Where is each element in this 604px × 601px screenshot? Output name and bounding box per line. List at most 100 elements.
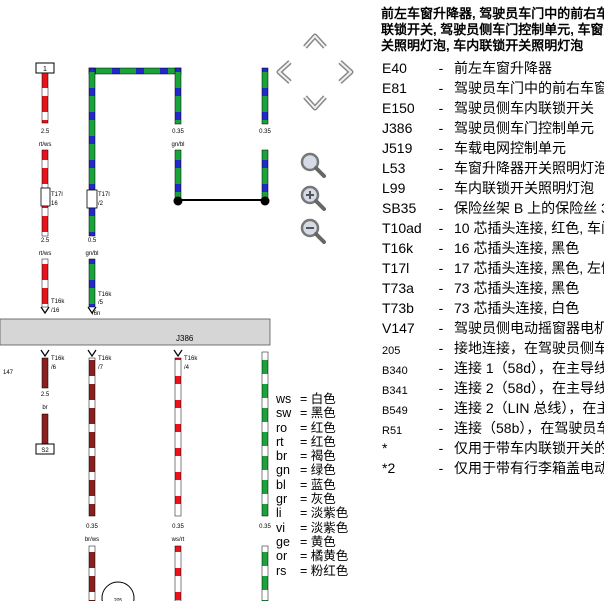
wire-a-color-top: rt/ws (39, 142, 52, 148)
legend-code: E150 (382, 100, 415, 116)
wire-4-lower (261, 545, 269, 601)
wire-br-color: br (42, 405, 47, 411)
wire-c-lower (174, 149, 182, 201)
pin-p2-pin: /7 (98, 365, 104, 371)
box-s2-label: S2 (41, 448, 49, 454)
pin-arrow-b-top (87, 306, 97, 315)
legend-dash: - (438, 340, 444, 356)
legend-dash: - (438, 60, 444, 76)
legend-row: *-仅用于带车内联锁开关的汽车 (382, 438, 604, 458)
legend-row: E40 -前左车窗升降器 (382, 58, 604, 78)
legend-dash: - (438, 240, 444, 256)
color-code-row: br= 褐色 (276, 449, 348, 463)
color-code-abbr: ge (276, 534, 290, 549)
legend-code: T73b (382, 300, 414, 316)
wire-b-horizontal (88, 67, 182, 75)
legend-row: L53-车窗升降器开关照明灯泡 (382, 158, 604, 178)
color-code-row: ge = 黄色 (276, 535, 348, 549)
legend-description: 17 芯插头连接, 黑色, 左侧 (454, 260, 604, 276)
color-code-equals: = (300, 449, 311, 464)
pin-arrow-p1 (40, 349, 50, 358)
color-code-row: vi= 淡紫色 (276, 521, 348, 535)
legend-row: V147-驾驶员侧电动摇窗器电机 (382, 318, 604, 338)
wire-d-upper (261, 67, 269, 125)
color-code-name: 绿色 (310, 463, 336, 478)
legend-dash: - (438, 200, 444, 216)
legend-code: T10ad (382, 220, 422, 236)
magnifier-icon[interactable] (298, 150, 328, 180)
color-code-row: sw= 黑色 (276, 406, 348, 420)
legend-code: T17l (382, 260, 410, 276)
legend-row: L99-车内联锁开关照明灯泡 (382, 178, 604, 198)
wire-2-upper (88, 357, 96, 517)
legend-code: V147 (382, 320, 415, 336)
color-code-equals: = (300, 534, 311, 549)
color-code-name: 蓝色 (310, 477, 336, 492)
color-code-abbr: gr (276, 492, 288, 507)
legend-row: T16k-16 芯插头连接, 黑色 (382, 238, 604, 258)
connector-t17l-b-pin: /2 (98, 201, 104, 207)
chevron-up-icon[interactable] (300, 27, 330, 57)
legend-code: E40 (382, 60, 407, 76)
zoom-in-icon[interactable] (298, 183, 328, 213)
wire-d-lower (261, 149, 269, 201)
color-code-abbr: ro (276, 420, 288, 435)
legend-dash: - (438, 160, 444, 176)
connector-t17l-a-name: T17l (51, 192, 63, 198)
legend-row: E81-驾驶员车门中的前右车窗升降器 (382, 78, 604, 98)
legend-description: 16 芯插头连接, 黑色 (454, 240, 580, 256)
color-code-abbr: sw (276, 406, 292, 421)
legend-row: T73a-73 芯插头连接, 黑色 (382, 278, 604, 298)
legend-code: B341 (382, 385, 408, 397)
color-code-row: li= 淡紫色 (276, 506, 348, 520)
legend-code: T73a (382, 280, 414, 296)
legend-dash: - (438, 380, 444, 396)
legend-description: 接地连接，在驾驶员侧车门 (454, 340, 604, 356)
wire-b-color-mid: gn/bl (85, 251, 98, 257)
color-code-name: 白色 (310, 392, 336, 406)
legend-row: 205-接地连接，在驾驶员侧车门 (382, 338, 604, 358)
legend-description: 73 芯插头连接, 黑色 (454, 280, 580, 296)
legend-code: J386 (382, 120, 413, 136)
connector-t16k-b-name: T16k (98, 292, 112, 298)
legend-row: *2-仅用于带有行李箱盖电动开关的汽车 (382, 458, 604, 478)
legend-dash: - (438, 180, 444, 196)
wire-br-size: 2.5 (41, 392, 50, 398)
legend-code: *2 (382, 460, 396, 476)
wire-d-size: 0.35 (259, 129, 271, 135)
chevron-right-icon[interactable] (330, 57, 360, 87)
pin-p3-pin: /4 (184, 365, 190, 371)
legend-dash: - (438, 420, 444, 436)
legend-description: 连接 2（58d），在主导线束中 (454, 380, 604, 396)
color-code-row: or= 橘黄色 (276, 549, 348, 563)
legend-dash: - (438, 220, 444, 236)
color-code-row: ro= 红色 (276, 421, 348, 435)
legend-row: T17l-17 芯插头连接, 黑色, 左侧 (382, 258, 604, 278)
title-line-2: 联锁开关, 驾驶员侧车门控制单元, 车窗升降器开 (381, 22, 604, 37)
zoom-out-icon[interactable] (298, 216, 328, 246)
color-code-equals: = (300, 520, 311, 535)
component-legend: E40-前左车窗升降器E81-驾驶员车门中的前右车窗升降器E150-驾驶员侧车内… (382, 58, 604, 478)
color-code-equals: = (300, 420, 311, 435)
color-code-equals: = (300, 563, 311, 578)
wire-br (41, 357, 49, 389)
wire-3-size: 0.35 (172, 524, 184, 530)
legend-description: 连接（58b），在驾驶员车门导线束中 (454, 420, 604, 436)
wire-2-lower (88, 545, 96, 601)
connector-t16k-a-pin: /16 (51, 308, 60, 314)
connector-t16k-b-pin2: /6n (92, 311, 100, 317)
connector-t17l-a-pin: 16 (51, 201, 58, 207)
legend-dash: - (438, 400, 444, 416)
chevron-left-icon[interactable] (270, 57, 300, 87)
legend-description: 前左车窗升降器 (454, 60, 552, 76)
legend-row: SB35-保险丝架 B 上的保险丝 35 (382, 198, 604, 218)
wire-3-upper (174, 357, 182, 517)
legend-description: 车内联锁开关照明灯泡 (454, 180, 594, 196)
color-code-name: 黄色 (310, 534, 336, 549)
legend-description: 驾驶员侧车内联锁开关 (454, 100, 594, 116)
color-code-abbr: li (276, 506, 282, 521)
pin-p1-name: T16k (51, 356, 65, 362)
chevron-down-icon[interactable] (300, 87, 330, 117)
legend-code: J519 (382, 140, 413, 156)
left-cut-label: 147 (3, 370, 14, 376)
